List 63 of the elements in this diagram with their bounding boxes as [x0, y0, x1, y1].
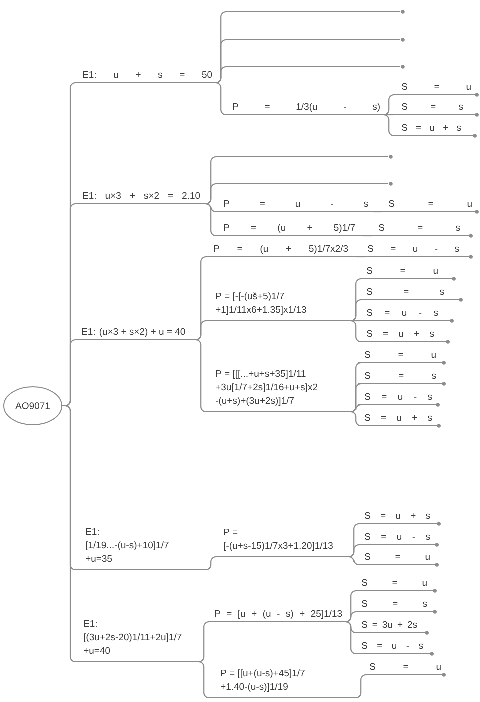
topic-label: S = u + s	[358, 414, 440, 427]
branch-line	[199, 661, 210, 699]
branch-line	[351, 404, 362, 413]
topic-label: S = u + s	[393, 124, 476, 137]
branch-line	[373, 211, 382, 213]
topic-label: P = [[u+(u-s)+45]1/7 +1.40-(u-s)]1/19	[208, 670, 356, 699]
branch-line	[199, 621, 210, 663]
branch-line	[216, 66, 401, 84]
topic-label: E1: u + s = 50	[78, 71, 216, 84]
topic-label: P = (u + 5)1/7x2/3	[205, 245, 356, 258]
topic-label: S = u	[358, 553, 438, 566]
topic-label: S = u - s	[360, 309, 452, 322]
topic-label: S = u	[360, 267, 454, 280]
topic-label: S = u + s	[358, 512, 440, 525]
topic-label: P = (u + 5)1/7	[215, 224, 364, 237]
topic-label: E1: (u×3 + s×2) + u = 40	[75, 328, 196, 341]
topic-label: E1: u×3 + s×2 = 2.10	[78, 192, 206, 205]
branch-line	[346, 621, 357, 655]
topic-label: P = [[[...+u+s+35]1/11 +3u[1/7+2s]1/16+u+s]x2 -(u+s)+(3u+2s)]1/7	[205, 370, 352, 413]
topic-label: P = [-(u+s-15)1/7x3+1.20]1/13	[215, 528, 350, 558]
branch-line	[351, 299, 362, 322]
branch-line	[196, 339, 207, 413]
topic-label: P = 1/3(u - s)	[225, 103, 384, 116]
topic-label: S = s	[358, 372, 444, 385]
branch-line	[384, 94, 395, 116]
topic-label: S = s	[393, 103, 478, 116]
topic-label: S = u	[365, 663, 444, 676]
topic-label: S = u	[382, 200, 478, 213]
topic-label: S = u - s	[355, 642, 432, 655]
branch-line	[206, 203, 217, 237]
topic-label: S = u - s	[358, 393, 438, 406]
topic-label: E1: [1/19...-(u-s)+10]1/7 +u=35	[75, 528, 206, 571]
branch-line	[351, 320, 360, 322]
branch-line	[216, 82, 227, 116]
branch-line	[384, 114, 393, 116]
topic-label: E1: [(3u+2s-20)1/11+2u]1/7 +u=40	[75, 620, 200, 663]
branch-line	[384, 114, 395, 137]
branch-line	[349, 556, 360, 566]
topic-label: P = [-[-(uš+5)1/7 +1]1/11x6+1.35]x1/13	[205, 292, 352, 322]
topic-label: S = u	[358, 351, 444, 364]
branch-line	[363, 235, 372, 237]
topic-label: S = s	[355, 600, 436, 613]
branch-line	[351, 320, 362, 343]
topic-label: S = s	[360, 288, 462, 301]
branch-line	[62, 405, 76, 663]
branch-line	[351, 411, 362, 427]
branch-line	[206, 183, 389, 205]
topic-label: P = [u + (u - s) + 25]1/13	[208, 610, 346, 623]
topic-label: S = s	[372, 224, 472, 237]
topic-label: P = u - s	[215, 200, 374, 213]
topic-label: S = u - s	[365, 245, 472, 258]
root-topic: AO9071	[4, 386, 62, 426]
branch-line	[349, 544, 360, 558]
topic-label: S = u - s	[358, 533, 438, 546]
branch-line	[206, 556, 217, 571]
branch-line	[356, 256, 365, 258]
branch-line	[346, 611, 357, 623]
topic-label: S = u + s	[360, 330, 448, 343]
topic-label: S = u	[393, 83, 478, 96]
topic-label: S = u	[355, 579, 436, 592]
branch-line	[196, 320, 207, 341]
topic-label: S = 3u + 2s	[355, 621, 428, 634]
branch-line	[356, 674, 367, 699]
